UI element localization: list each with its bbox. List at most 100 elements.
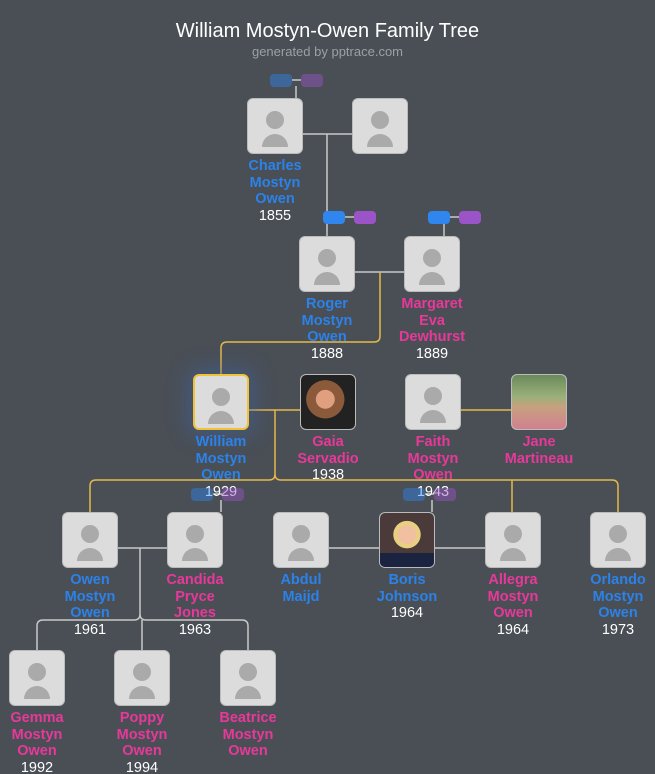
person-name: Boris <box>388 572 426 588</box>
birth-year: 1964 <box>390 605 424 621</box>
person-name: Orlando <box>590 572 646 588</box>
show-mother-toggle[interactable] <box>301 74 323 87</box>
birth-year: 1994 <box>125 759 159 774</box>
person-name: Owen <box>17 743 57 759</box>
show-father-toggle[interactable] <box>323 211 345 224</box>
birth-year: 1992 <box>20 759 54 774</box>
person-name: Mostyn <box>592 588 644 605</box>
person-card-poppy-mostyn-owen[interactable] <box>114 650 170 706</box>
avatar-placeholder-icon <box>248 99 302 153</box>
person-name: Owen <box>70 572 110 588</box>
person-name: Beatrice <box>219 710 277 726</box>
person-name: Margaret <box>401 296 463 312</box>
person-card-unknown-spouse[interactable] <box>352 98 408 154</box>
avatar-placeholder-icon <box>300 237 354 291</box>
birth-year: 1943 <box>416 483 450 500</box>
person-name: Charles <box>248 158 302 174</box>
person-name: Jane <box>522 434 556 450</box>
person-card-abdul-maijd[interactable] <box>273 512 329 568</box>
person-card-faith-mostyn-owen[interactable] <box>405 374 461 430</box>
birth-year: 1929 <box>204 483 238 500</box>
person-name: Mostyn <box>11 726 63 743</box>
show-mother-toggle[interactable] <box>354 211 376 224</box>
show-mother-toggle[interactable] <box>434 488 456 501</box>
person-name: Owen <box>493 605 533 621</box>
birth-year: 1963 <box>178 621 212 638</box>
avatar-placeholder-icon <box>486 513 540 567</box>
person-name: Gaia <box>312 434 344 450</box>
person-name: Owen <box>255 191 295 207</box>
show-father-toggle[interactable] <box>270 74 292 87</box>
show-father-toggle[interactable] <box>428 211 450 224</box>
birth-year: 1888 <box>310 345 344 362</box>
avatar-placeholder-icon <box>591 513 645 567</box>
show-mother-toggle[interactable] <box>222 488 244 501</box>
person-card-charles-mostyn-owen[interactable] <box>247 98 303 154</box>
person-name: Mostyn <box>64 588 116 605</box>
person-card-boris-johnson[interactable] <box>379 512 435 568</box>
person-card-jane-martineau[interactable] <box>511 374 567 430</box>
birth-year: 1964 <box>496 621 530 638</box>
person-card-allegra-mostyn-owen[interactable] <box>485 512 541 568</box>
person-card-roger-mostyn-owen[interactable] <box>299 236 355 292</box>
person-name: Jones <box>174 605 216 621</box>
person-name: Johnson <box>376 588 438 605</box>
show-mother-toggle[interactable] <box>459 211 481 224</box>
avatar-placeholder-icon <box>10 651 64 705</box>
person-card-margaret-eva-dewhurst[interactable] <box>404 236 460 292</box>
person-name: Servadio <box>297 450 359 467</box>
person-name: Mostyn <box>301 312 353 329</box>
person-card-orlando-mostyn-owen[interactable] <box>590 512 646 568</box>
avatar-placeholder-icon <box>353 99 407 153</box>
line-charles-spouse <box>295 86 352 224</box>
person-name: Owen <box>70 605 110 621</box>
person-name: Mostyn <box>195 450 247 467</box>
show-father-toggle[interactable] <box>403 488 425 501</box>
person-name: Mostyn <box>116 726 168 743</box>
person-photo <box>380 513 434 567</box>
person-name: Gemma <box>10 710 64 726</box>
person-name: Candida <box>166 572 224 588</box>
person-name: Eva <box>419 312 445 329</box>
avatar-placeholder-icon <box>221 651 275 705</box>
person-card-william-mostyn-owen[interactable] <box>193 374 249 430</box>
person-card-gemma-mostyn-owen[interactable] <box>9 650 65 706</box>
line-roger-to-william <box>220 272 381 374</box>
person-name: Maijd <box>282 588 320 605</box>
person-name: Martineau <box>504 450 574 467</box>
avatar-placeholder-icon <box>63 513 117 567</box>
birth-year: 1973 <box>601 621 635 638</box>
person-card-beatrice-mostyn-owen[interactable] <box>220 650 276 706</box>
page-title: William Mostyn-Owen Family Tree <box>175 20 480 42</box>
person-name: Abdul <box>280 572 322 588</box>
person-name: Owen <box>228 743 268 759</box>
person-card-gaia-servadio[interactable] <box>300 374 356 430</box>
person-name: Owen <box>413 467 453 483</box>
avatar-placeholder-icon <box>274 513 328 567</box>
avatar-placeholder-icon <box>406 375 460 429</box>
show-father-toggle[interactable] <box>191 488 213 501</box>
person-name: Mostyn <box>407 450 459 467</box>
person-name: Faith <box>415 434 451 450</box>
person-card-owen-mostyn-owen[interactable] <box>62 512 118 568</box>
person-card-candida-pryce-jones[interactable] <box>167 512 223 568</box>
person-name: Mostyn <box>222 726 274 743</box>
